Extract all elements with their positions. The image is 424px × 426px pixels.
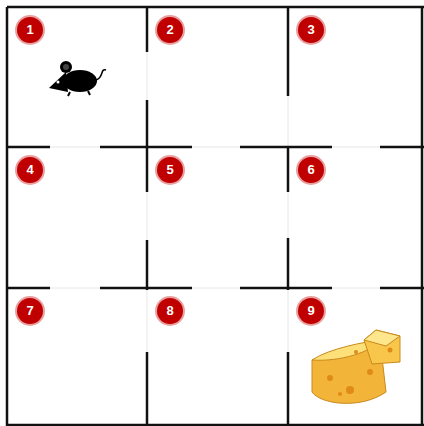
faint-grid <box>7 7 424 426</box>
maze-cell: 4 <box>7 147 147 288</box>
cell-number: 4 <box>17 157 43 183</box>
maze-cell: 2 <box>147 7 288 147</box>
maze-cell: 8 <box>147 288 288 426</box>
maze-walls <box>7 7 424 426</box>
maze-cell: 6 <box>288 147 424 288</box>
maze-cell: 1 <box>7 7 147 147</box>
maze-cell: 3 <box>288 7 424 147</box>
maze-cell: 7 <box>7 288 147 426</box>
maze-cell: 9 <box>288 288 424 426</box>
cell-number: 8 <box>157 298 183 324</box>
cell-number: 7 <box>17 298 43 324</box>
maze-cell: 5 <box>147 147 288 288</box>
cell-number: 1 <box>17 17 43 43</box>
cell-number: 2 <box>157 17 183 43</box>
mouse-icon <box>49 61 106 96</box>
cell-number: 6 <box>298 157 324 183</box>
cell-number: 9 <box>298 298 324 324</box>
cell-number: 5 <box>157 157 183 183</box>
cheese-icon <box>312 330 400 403</box>
cell-number: 3 <box>298 17 324 43</box>
